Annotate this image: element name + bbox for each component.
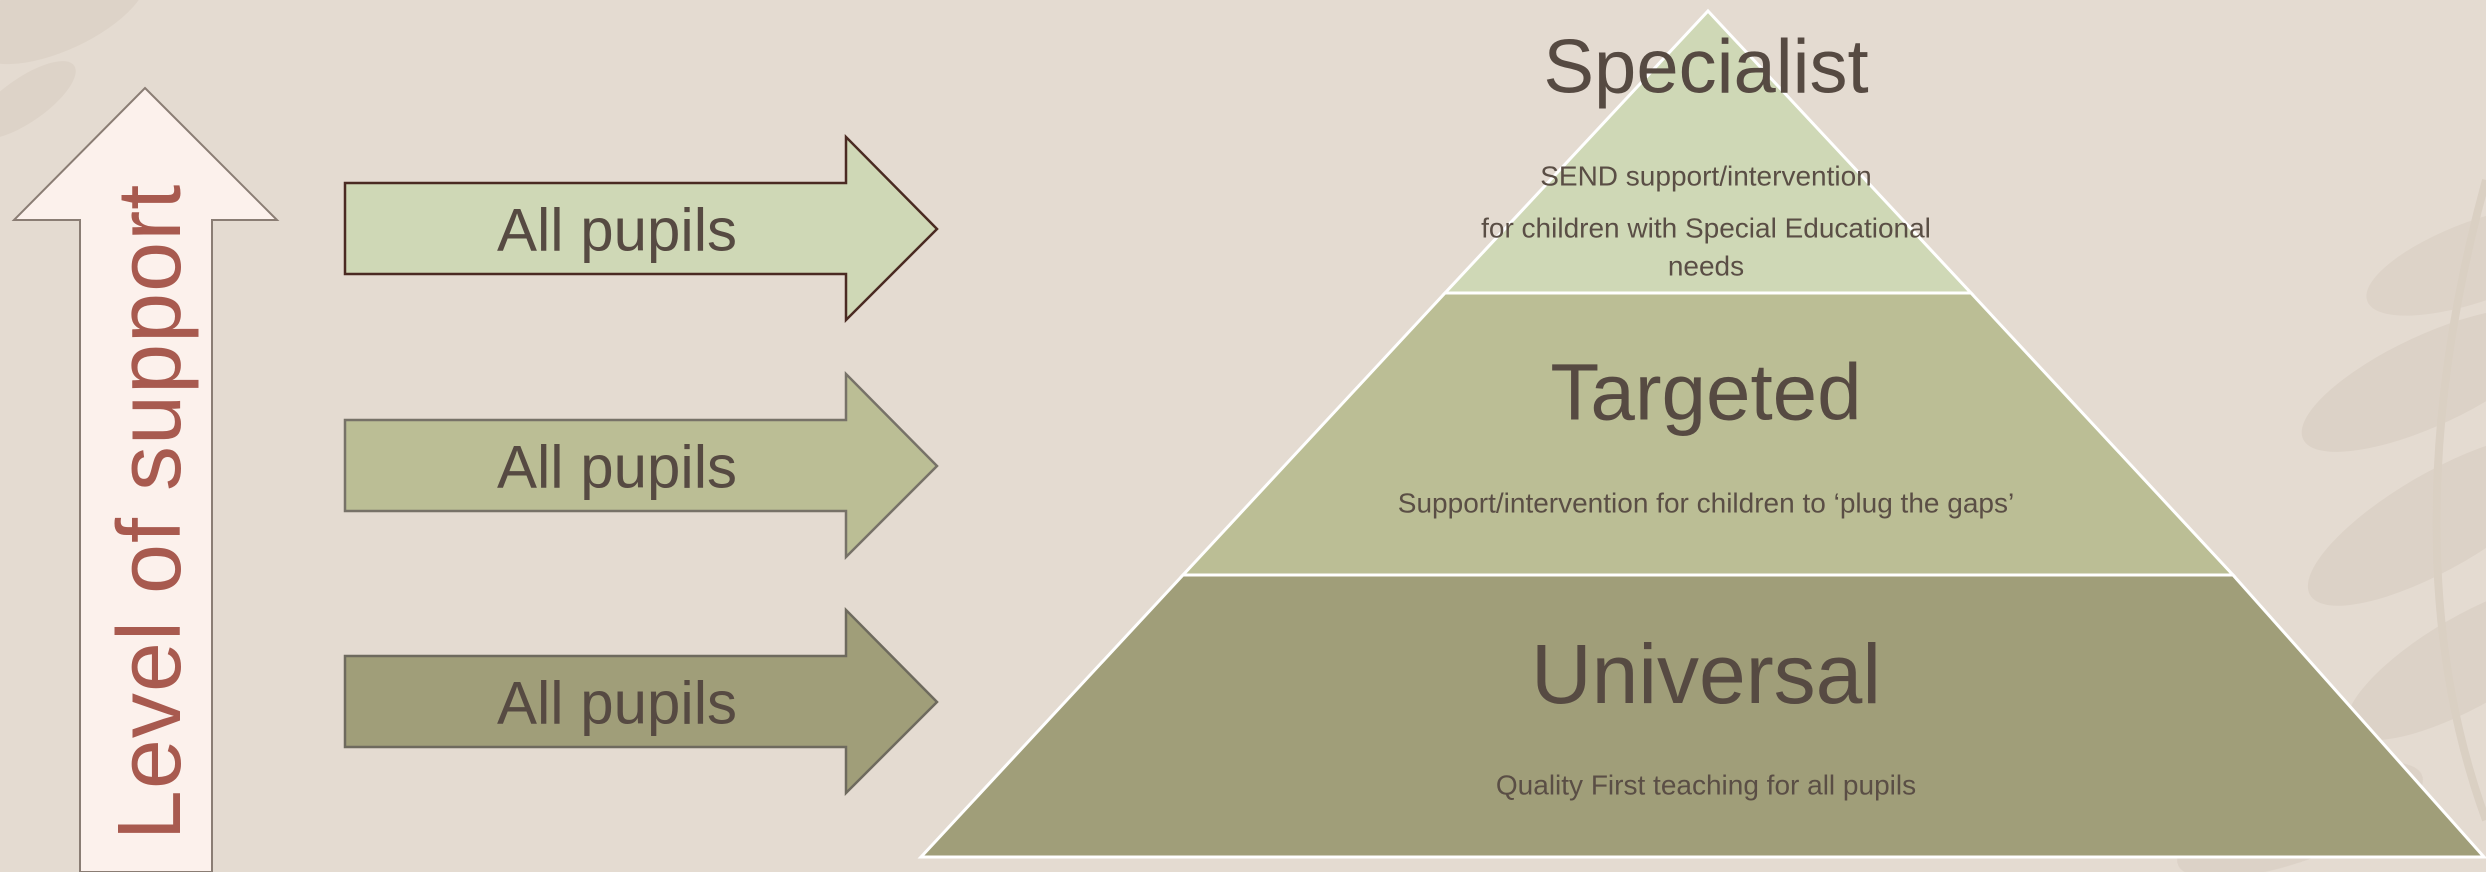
- tier-targeted-description: Support/intervention for children to ‘pl…: [1398, 488, 2014, 519]
- arrow-shape-2: [343, 370, 939, 561]
- up-arrow-shape: [11, 86, 280, 872]
- tier-universal-title: Universal: [1531, 627, 1881, 721]
- arrow-label-2: All pupils: [497, 434, 737, 501]
- arrow-2: All pupils: [343, 370, 939, 561]
- arrow-shape-1: [343, 133, 939, 324]
- tier-specialist-shape: [1441, 8, 1975, 295]
- leaf-shape: [0, 0, 148, 65]
- level-of-support-label: Level of support: [100, 184, 200, 840]
- support-pyramid: Specialist SEND support/intervention for…: [917, 8, 2486, 859]
- arrow-1: All pupils: [343, 133, 939, 324]
- tier-universal-description: Quality First teaching for all pupils: [1496, 770, 1916, 801]
- tier-specialist-title: Specialist: [1543, 25, 1868, 110]
- tier-specialist-description-line-3: needs: [1668, 251, 1744, 282]
- leaf-shape: [2346, 579, 2486, 741]
- tier-specialist-description-line-2: for children with Special Educational: [1481, 213, 1931, 244]
- tier-specialist-description-line-1: SEND support/intervention: [1540, 161, 1872, 192]
- leaf-shape: [0, 61, 76, 139]
- level-of-support-arrow: Level of support: [11, 86, 280, 872]
- tier-targeted-title: Targeted: [1550, 348, 1861, 437]
- leaf-shape: [2301, 308, 2486, 452]
- arrow-3: All pupils: [343, 606, 939, 797]
- arrow-shape-3: [343, 606, 939, 797]
- arrow-label-1: All pupils: [497, 197, 737, 264]
- arrow-label-3: All pupils: [497, 670, 737, 737]
- leaf-shape: [2366, 204, 2486, 316]
- leaf-stem: [2432, 178, 2486, 822]
